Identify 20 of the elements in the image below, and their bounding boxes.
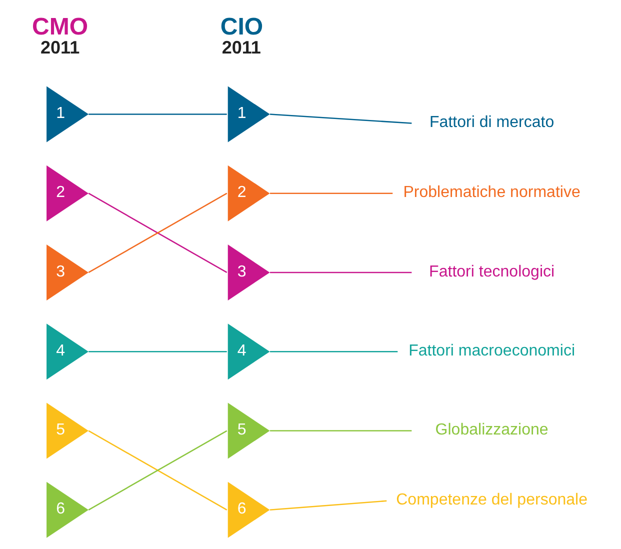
connector bbox=[270, 500, 387, 511]
connector bbox=[270, 430, 412, 432]
node-text: Fattori tecnologici bbox=[429, 262, 555, 280]
connector bbox=[88, 430, 228, 510]
node-text: Problematiche normative bbox=[403, 183, 580, 202]
connector bbox=[270, 272, 412, 274]
label: 2011 bbox=[222, 38, 261, 58]
node-text: Fattori macroeconomici bbox=[408, 341, 576, 360]
connector bbox=[270, 192, 393, 194]
connector bbox=[270, 350, 398, 352]
node-text: Globalizzazione bbox=[435, 420, 548, 439]
connector bbox=[88, 350, 227, 352]
label: 2011 bbox=[40, 38, 80, 58]
label: CMO bbox=[32, 13, 88, 40]
connector bbox=[270, 114, 412, 124]
connector bbox=[88, 192, 228, 274]
node-text: Fattori di mercato bbox=[430, 113, 554, 132]
label: CIO bbox=[220, 13, 264, 40]
connector bbox=[88, 114, 227, 115]
node-text: Competenze del personale bbox=[396, 490, 588, 509]
